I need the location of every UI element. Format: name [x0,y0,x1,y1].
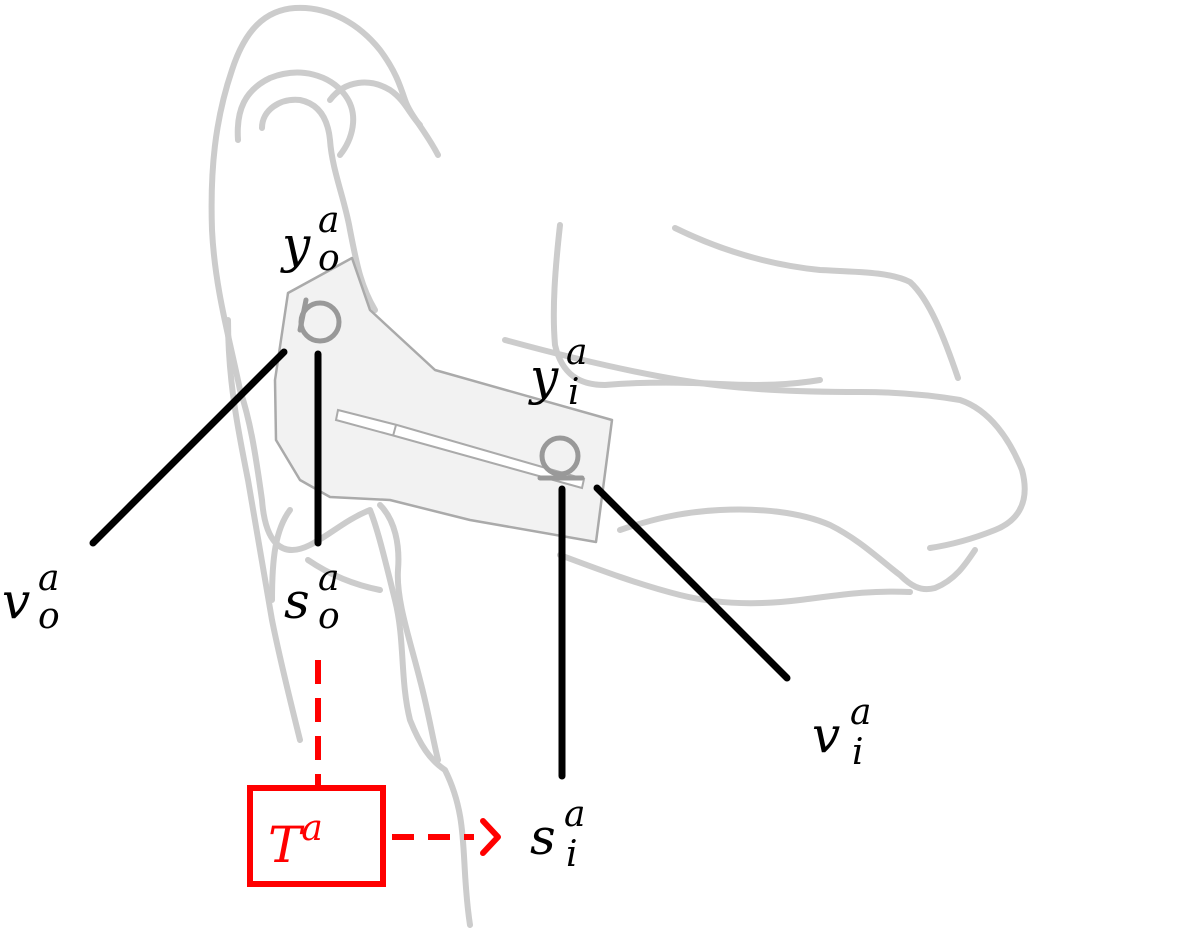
ear-antihelix [259,96,378,313]
transform-label-base: T [268,816,305,874]
label-y-i: y [528,348,559,406]
hearing-aid-device [273,256,614,544]
ear-fold [327,79,423,128]
ear-canal-lower [617,506,978,593]
label-v-i-sup: a [850,692,871,733]
label-v-o: v [2,572,30,630]
ear-canal-upper [550,222,823,388]
device-wire-joint [392,424,397,437]
variable-labels: y a o y a i v a o s a o v a i s a i [2,200,871,875]
label-v-o-sup: a [38,558,59,599]
outer-microphone-arc-icon [297,297,309,333]
inner-microphone-icon [539,435,581,477]
transform-label: Ta [268,808,323,874]
label-s-i: s [530,808,556,866]
label-v-i-base: v [812,706,840,764]
label-s-i-sub: i [566,834,578,875]
label-s-o: s [284,572,310,630]
label-v-i-sub: i [852,732,864,773]
label-y-i-base: y [528,348,559,406]
label-y-o-sub: o [318,238,340,279]
transform-block: Ta [247,660,501,887]
ear-helix-outer [208,4,473,928]
ear-outline [208,4,1028,928]
label-s-o-base: s [284,572,310,630]
ear-intertragic [305,557,383,593]
label-s-i-sup: a [564,794,585,835]
label-s-i-base: s [530,808,556,866]
label-y-o: y [280,216,311,274]
ear-tragus [377,502,441,763]
signal-arrows [89,348,791,780]
label-y-i-sup: a [566,332,587,373]
label-v-o-base: v [2,572,30,630]
ear-canal-bottom [557,552,913,607]
ear-canal-right [502,337,1028,551]
arrow-v-i [593,484,791,682]
label-v-o-sub: o [38,596,60,637]
ear-concha-top [672,225,961,381]
transform-box [247,785,386,887]
arrow-v-o [89,348,288,547]
transform-label-sup: a [301,808,322,849]
label-s-o-sup: a [318,558,339,599]
ear-lobe-inner [269,507,293,603]
label-y-o-sup: a [318,200,339,241]
label-y-o-base: y [280,216,311,274]
label-v-i: v [812,706,840,764]
label-s-o-sub: o [318,596,340,637]
dashed-arrowhead-icon [480,818,501,856]
ear-helix-inner [234,69,357,158]
label-y-i-sub: i [568,372,580,413]
